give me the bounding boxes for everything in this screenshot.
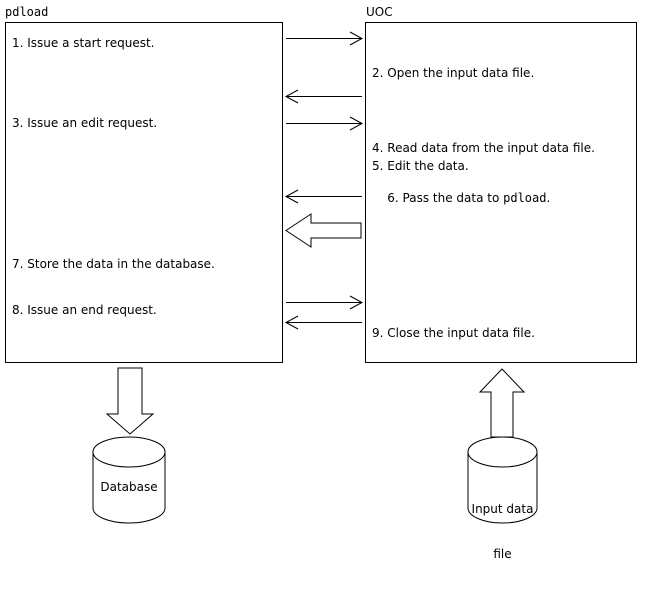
flow-arrow-2-left [284, 89, 362, 104]
input-data-file-cylinder [467, 436, 538, 524]
input-data-file-label-line2: file [493, 547, 512, 561]
step-item-1: 1. Issue a start request. [12, 36, 155, 50]
step-item-3: 3. Issue an edit request. [12, 116, 158, 130]
step-item-5: 5. Edit the data. [372, 159, 469, 173]
step-item-6: 6. Pass the data to pdload. [372, 177, 550, 219]
step-item-7: 7. Store the data in the database. [12, 257, 215, 271]
database-cylinder [92, 436, 166, 524]
diagram-vector-layer [5, 22, 637, 524]
step-item-6-text: 6. Pass the data to [387, 191, 504, 205]
step-item-6-command: pdload [503, 191, 547, 205]
database-label: Database [100, 480, 158, 494]
flow-arrow-3-right [286, 116, 364, 131]
uoc-pdload-flow-diagram: pdload UOC [5, 5, 637, 561]
pdload-lane-box [5, 22, 283, 363]
flow-arrow-7-left [284, 315, 362, 330]
flow-block-arrow-5-left [285, 213, 362, 248]
lane-label-uoc: UOC [366, 5, 393, 19]
step-item-4: 4. Read data from the input data file. [372, 141, 595, 155]
input-data-file-label: Input data file [463, 472, 542, 592]
input-data-file-label-line1: Input data [471, 502, 534, 516]
flow-block-arrow-9-up [478, 368, 526, 438]
flow-arrow-6-right [286, 295, 364, 310]
step-item-6-period: . [546, 191, 551, 205]
step-item-2: 2. Open the input data file. [372, 66, 535, 80]
flow-block-arrow-8-down [105, 367, 155, 435]
step-item-9: 9. Close the input data file. [372, 326, 535, 340]
step-item-8: 8. Issue an end request. [12, 303, 157, 317]
lane-label-pdload: pdload [5, 5, 49, 19]
flow-arrow-1-right [286, 31, 364, 46]
uoc-lane-box [365, 22, 637, 363]
flow-arrow-4-left [284, 189, 362, 204]
